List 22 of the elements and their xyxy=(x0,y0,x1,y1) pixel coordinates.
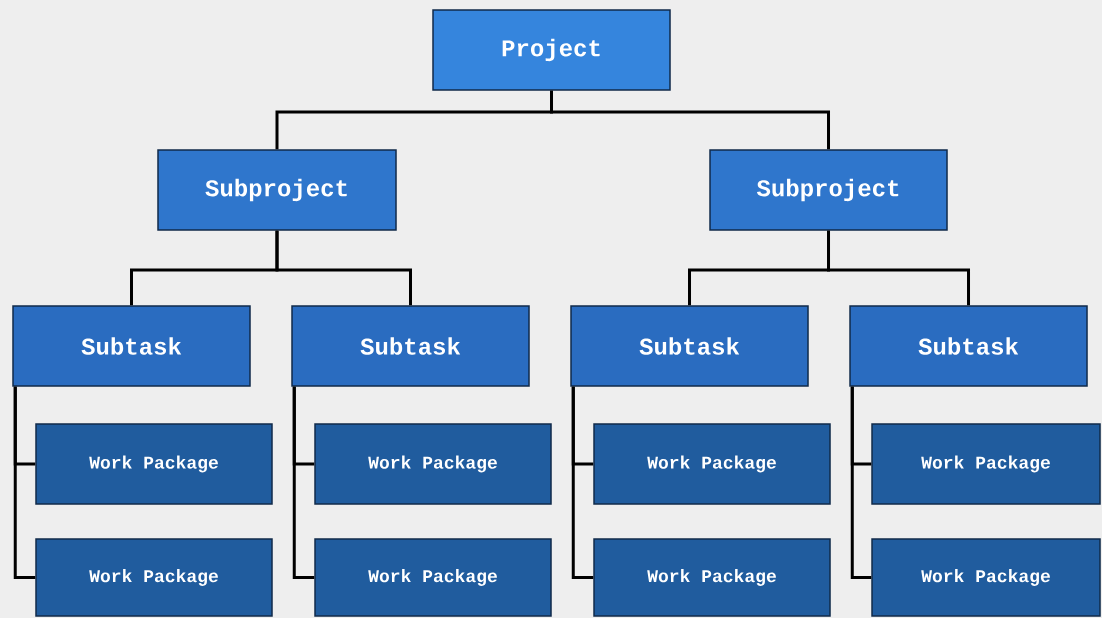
work-package-box: Work Package xyxy=(593,423,831,505)
connector-line xyxy=(571,386,594,579)
work-package-box: Work Package xyxy=(35,423,273,505)
subtask-box: Subtask xyxy=(291,305,530,387)
connector-line xyxy=(850,386,872,579)
work-package-box: Work Package xyxy=(871,538,1101,617)
connector-line xyxy=(550,90,830,150)
work-package-box: Work Package xyxy=(871,423,1101,505)
subtask-box: Subtask xyxy=(12,305,251,387)
work-package-box: Work Package xyxy=(593,538,831,617)
root-box: Project xyxy=(432,9,671,91)
work-package-box: Work Package xyxy=(314,538,552,617)
connector-line xyxy=(292,386,315,579)
connector-line xyxy=(13,386,36,579)
connector-line xyxy=(827,230,970,306)
subtask-box: Subtask xyxy=(849,305,1088,387)
connector-line xyxy=(275,230,412,306)
subtask-box: Subtask xyxy=(570,305,809,387)
subproject-box: Subproject xyxy=(157,149,397,231)
work-package-box: Work Package xyxy=(314,423,552,505)
work-package-box: Work Package xyxy=(35,538,273,617)
subproject-box: Subproject xyxy=(709,149,948,231)
